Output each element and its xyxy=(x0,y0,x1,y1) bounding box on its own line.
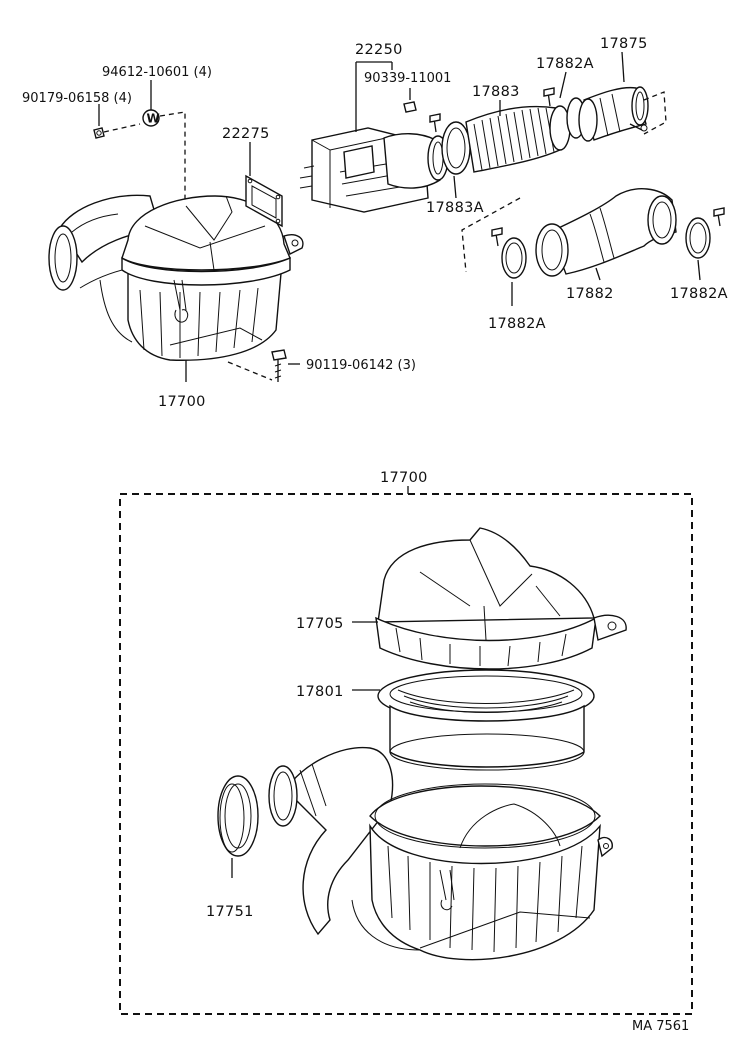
label-17700-box: 17700 xyxy=(380,470,428,486)
filter-element-drawing xyxy=(377,669,595,771)
top-leader-lines xyxy=(98,51,701,382)
label-22250: 22250 xyxy=(355,42,403,58)
washer-and-nut-drawing: W xyxy=(93,109,186,200)
bottom-leader-lines xyxy=(352,621,380,691)
air-flow-meter-drawing xyxy=(299,101,449,213)
label-90339-11001: 90339-11001 xyxy=(364,71,451,86)
label-17700-top: 17700 xyxy=(158,394,206,410)
label-17882a-left: 17882A xyxy=(488,316,546,332)
elbow-hose-drawing xyxy=(461,188,725,279)
hose-17875-drawing xyxy=(578,86,667,142)
air-cleaner-assembly-drawing xyxy=(48,194,304,361)
label-17883a: 17883A xyxy=(426,200,484,216)
gasket-22275-drawing xyxy=(245,174,283,228)
cleaner-cap-drawing xyxy=(375,527,627,670)
label-17882: 17882 xyxy=(566,286,614,302)
cleaner-case-drawing xyxy=(268,746,613,961)
label-17801: 17801 xyxy=(296,684,344,700)
bolt-90119-drawing xyxy=(227,349,287,382)
label-17883: 17883 xyxy=(472,84,520,100)
label-17751: 17751 xyxy=(206,904,254,920)
label-90119-06142: 90119-06142 (3) xyxy=(306,358,416,373)
exploded-view-frame xyxy=(119,486,693,1015)
label-22275: 22275 xyxy=(222,126,270,142)
bellows-hose-drawing xyxy=(441,87,586,175)
label-17882a-right: 17882A xyxy=(670,286,728,302)
label-17705: 17705 xyxy=(296,616,344,632)
washer-mark: W xyxy=(147,112,160,126)
label-17875: 17875 xyxy=(600,36,648,52)
inlet-seal-drawing xyxy=(217,775,259,878)
label-94612-10601: 94612-10601 (4) xyxy=(102,65,212,80)
diagram-code: MA 7561 xyxy=(632,1019,689,1034)
label-17882a-top: 17882A xyxy=(536,56,594,72)
label-90179-06158: 90179-06158 (4) xyxy=(22,91,132,106)
